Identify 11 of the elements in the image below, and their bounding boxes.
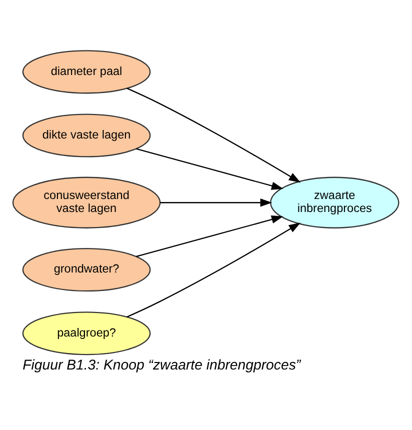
arrow	[136, 215, 284, 258]
arrow	[136, 148, 284, 190]
caption: Figuur B1.3: Knoop “zwaarte inbrengproces”	[22, 356, 301, 372]
node-ellipse: dikte vaste lagen	[22, 114, 151, 158]
arrow	[126, 222, 301, 318]
arrow	[160, 198, 272, 207]
node-ellipse: paalgroep?	[22, 312, 151, 356]
node-ellipse: grondwater?	[22, 248, 151, 292]
node-ellipse: diameter paal	[22, 50, 151, 94]
node-ellipse: conusweerstand vaste lagen	[12, 176, 161, 228]
arrow	[126, 88, 301, 183]
